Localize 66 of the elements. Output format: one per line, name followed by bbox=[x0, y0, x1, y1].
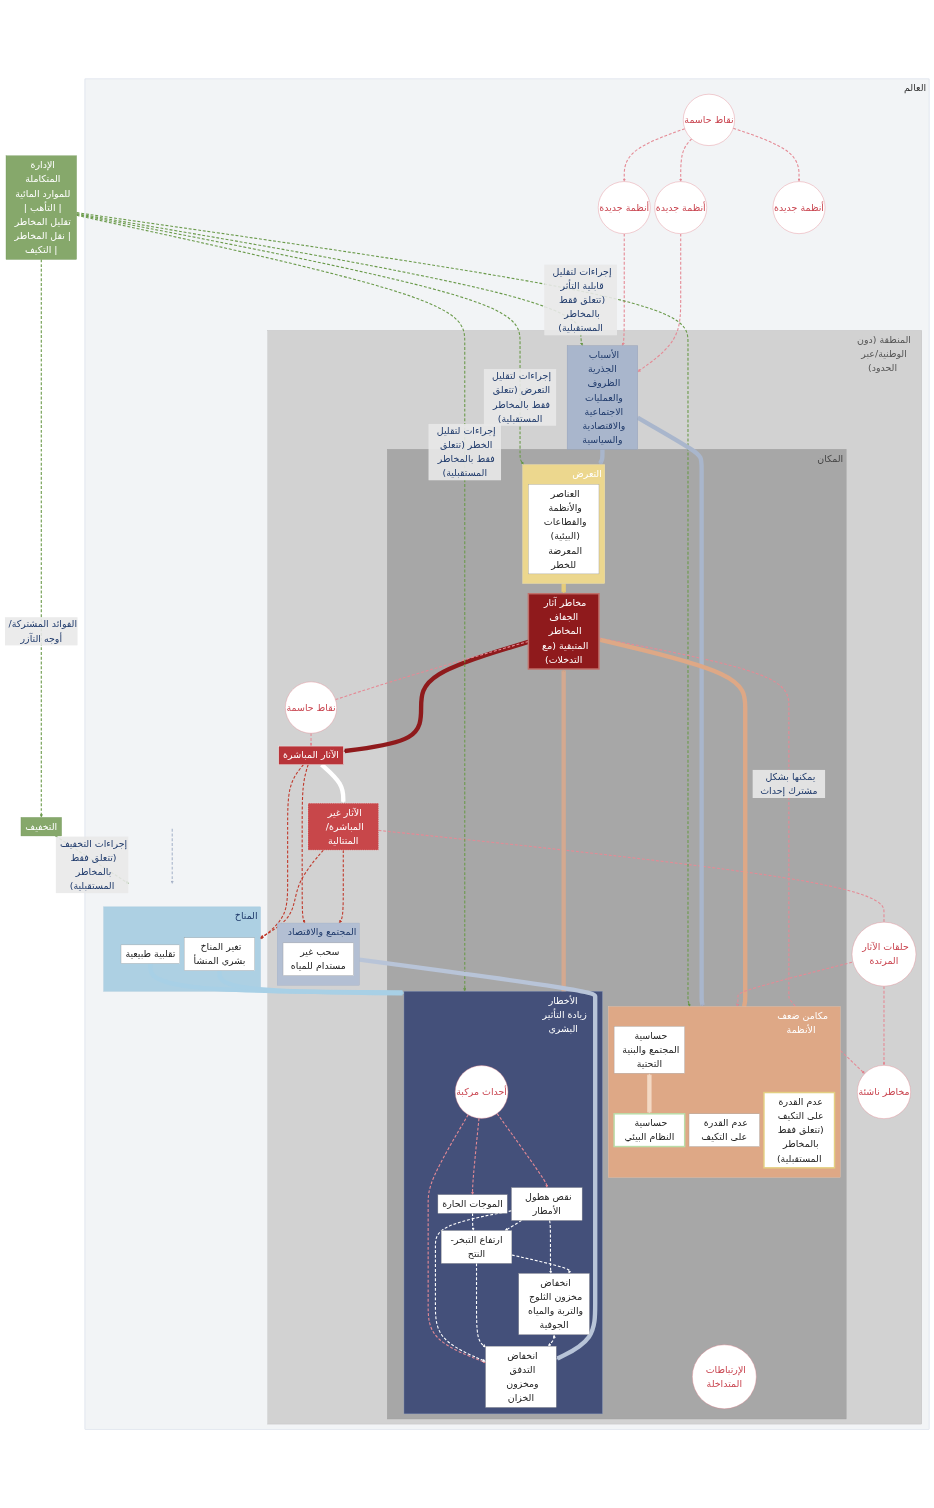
node-box: عدم القدرة على التكيف (تتعلق فقط بالمخاطر المستقبلية) bbox=[763, 1091, 836, 1169]
arrow bbox=[434, 1210, 513, 1362]
arrow bbox=[511, 1254, 572, 1274]
arrow bbox=[339, 849, 344, 924]
node-box: عدم القدرة على التكيف bbox=[688, 1113, 760, 1147]
arrow bbox=[882, 985, 886, 1066]
arrow bbox=[309, 732, 313, 747]
node-circle: الإرتباطات المتداخلة bbox=[692, 1344, 757, 1409]
node-box: الموجات الحارة bbox=[437, 1194, 508, 1214]
arrow bbox=[76, 213, 524, 465]
arrow bbox=[637, 233, 682, 372]
node-circle: نقاط حاسمة bbox=[285, 681, 337, 734]
arrow bbox=[76, 214, 467, 992]
arrow bbox=[475, 1262, 486, 1348]
arrow bbox=[471, 1212, 475, 1231]
arrow bbox=[76, 213, 583, 346]
node-box: الآثار غير المباشرة/ المتتالية bbox=[307, 803, 379, 851]
node-box: الآثار المباشرة bbox=[278, 745, 344, 765]
connector bbox=[378, 829, 885, 923]
node-box: العناصر والأنظمة والقطاعات (البيئية) المعرضة للخطر bbox=[528, 484, 600, 574]
arrow bbox=[736, 961, 853, 1007]
node-circle: أنظمة جديدة bbox=[772, 181, 826, 234]
arrow bbox=[598, 637, 865, 1074]
node-box: الإدارة المتكاملة للموارد المائية | التأهب | تقليل المخاطر | نقل المخاطر | التكيف bbox=[5, 155, 77, 260]
node-circle: أحداث مركبة bbox=[455, 1065, 509, 1119]
arrow bbox=[359, 957, 598, 1361]
arrow bbox=[622, 128, 686, 182]
arrow bbox=[39, 258, 43, 818]
node-circle: أنظمة جديدة bbox=[654, 181, 707, 234]
arrow bbox=[679, 138, 693, 182]
arrow bbox=[76, 212, 691, 1007]
connector bbox=[334, 640, 529, 701]
arrow bbox=[647, 1073, 652, 1114]
arrow bbox=[427, 1114, 486, 1364]
node-box: ارتفاع التبخر-النتح bbox=[441, 1230, 512, 1264]
node-box: حساسية النظام البيئي bbox=[613, 1113, 686, 1148]
edge-label: يمكنها بشكل مشترك إحداث bbox=[760, 771, 818, 797]
node-box: الأسباب الجذرية الظروف والعمليات الاجتماعية والاقتصادية والسياسية bbox=[566, 345, 638, 450]
node-box: تغير المناخ بشري المنشأ bbox=[184, 937, 255, 971]
arrow bbox=[598, 637, 748, 1008]
node-box: انخفاض التدفق ومخزون الخزان bbox=[485, 1346, 557, 1408]
arrow bbox=[621, 233, 625, 346]
node-circle: أنظمة جديدة bbox=[598, 181, 651, 234]
arrow bbox=[260, 849, 324, 938]
node-box: نقص هطول الأمطار bbox=[511, 1187, 583, 1221]
node-circle: حلقات الآثار المرتدة bbox=[851, 921, 917, 987]
arrow bbox=[504, 1219, 523, 1231]
node-box: انخفاض مخزون الثلوج والتربة والمياه الجوفية bbox=[518, 1273, 590, 1335]
node-box: سحب غير مستدام للمياه bbox=[282, 942, 354, 976]
arrow bbox=[561, 668, 566, 992]
arrow bbox=[549, 1219, 553, 1274]
arrow bbox=[496, 1112, 549, 1188]
arrow bbox=[170, 828, 174, 884]
node-box: تقلبية طبيعية bbox=[120, 944, 180, 964]
arrow bbox=[260, 764, 304, 939]
arrow bbox=[636, 415, 705, 1007]
edge-label: إجراءات لتقليل التعرض (تتعلق فقط بالمخاطر المستقبلية) bbox=[492, 370, 552, 424]
arrow bbox=[732, 127, 801, 182]
node-box: مخاطر آثار الجفاف المخاطر المتبقية (مع التدخلات) bbox=[527, 592, 600, 670]
node-box: حساسية المجتمع والبنية التحتية bbox=[613, 1026, 685, 1074]
edge-label: الفوائد المشتركة/ أوجه التآزر bbox=[8, 618, 78, 644]
node-circle: نقاط حاسمة bbox=[683, 93, 735, 146]
arrow bbox=[470, 1117, 480, 1195]
edge-label: إجراءات التخفيف (تتعلق فقط بالمخاطر المستقبلية) bbox=[59, 837, 128, 892]
node-circle: مخاطر ناشئة bbox=[857, 1065, 911, 1119]
node-box: التخفيف bbox=[20, 817, 62, 837]
